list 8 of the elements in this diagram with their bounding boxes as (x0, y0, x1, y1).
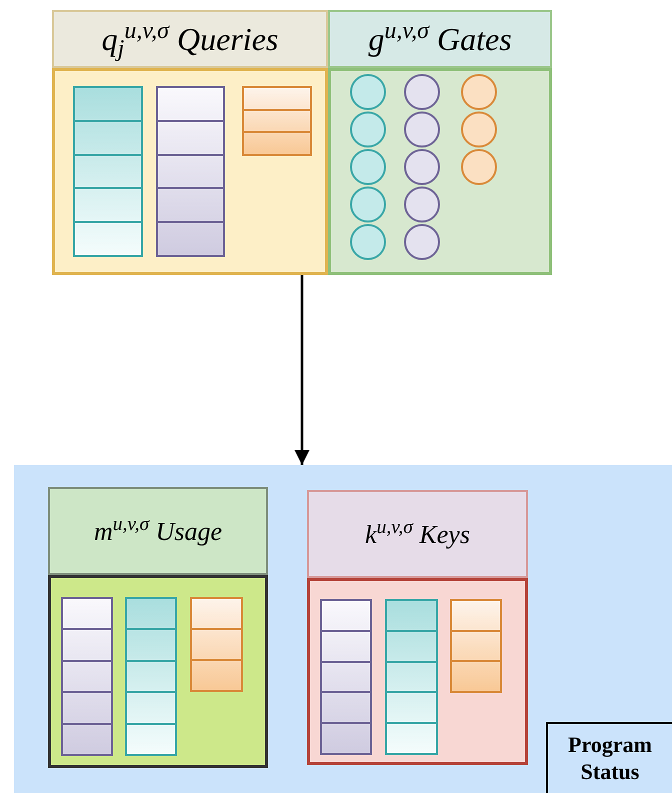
status-label: Program Status (567, 732, 653, 785)
arrow (294, 275, 310, 465)
status-box (546, 722, 672, 793)
panel-title-text: q$_{j}$$^{u,v,σ}$ Queries (102, 17, 278, 63)
panel-title-text: g$^{u,v,σ}$ Gates (368, 17, 512, 59)
memory-band (14, 465, 672, 793)
panel-title-text: m$^{u,v,σ}$ Usage (94, 512, 222, 548)
panel-title-text: k$^{u,v,σ}$ Keys (365, 516, 470, 551)
